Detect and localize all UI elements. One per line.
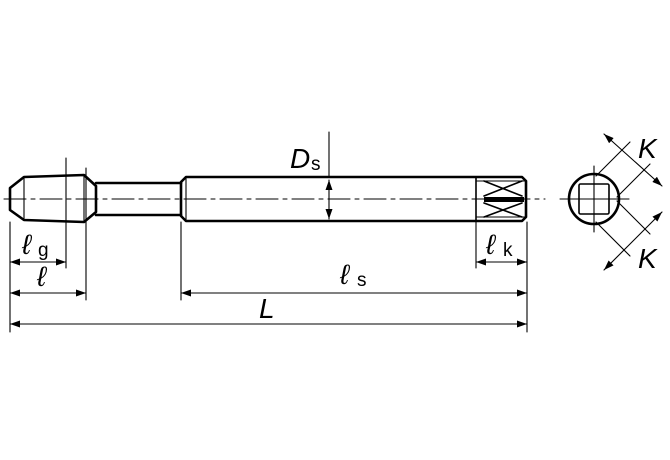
l-label: ℓ <box>36 261 48 292</box>
k-extension-line-2 <box>616 163 651 198</box>
l-dimension: ℓ <box>9 261 87 297</box>
square-cross-line-4 <box>483 202 523 218</box>
ls-label: ℓ <box>339 259 351 290</box>
tap-end-view: K K <box>559 133 663 274</box>
lg-label: ℓ <box>21 229 33 260</box>
k-extension-line-1 <box>595 141 631 177</box>
square-cross-line-2 <box>483 180 523 197</box>
tap-side-view <box>3 173 546 224</box>
square-slot <box>484 197 524 202</box>
ds-subscript: s <box>311 154 321 175</box>
overall-length-dimension: L <box>9 293 528 328</box>
k-label-top: K <box>638 133 658 164</box>
ds-dimension: D s <box>290 131 333 220</box>
k-label-bottom: K <box>638 243 658 274</box>
shank-body <box>179 175 528 223</box>
lk-subscript: k <box>503 240 513 261</box>
lk-label: ℓ <box>485 229 497 260</box>
k-extension-line-4 <box>595 221 631 257</box>
lg-subscript: g <box>38 240 49 261</box>
k-dimension-line-bottom <box>603 211 663 271</box>
lk-dimension: ℓ k <box>475 229 528 266</box>
overall-length-label: L <box>259 293 275 324</box>
k-dimension-line-top <box>603 133 663 187</box>
lg-dimension: ℓ g <box>9 229 67 266</box>
ls-dimension: ℓ s <box>180 259 528 297</box>
ls-subscript: s <box>357 270 367 291</box>
ds-label: D <box>290 143 310 174</box>
